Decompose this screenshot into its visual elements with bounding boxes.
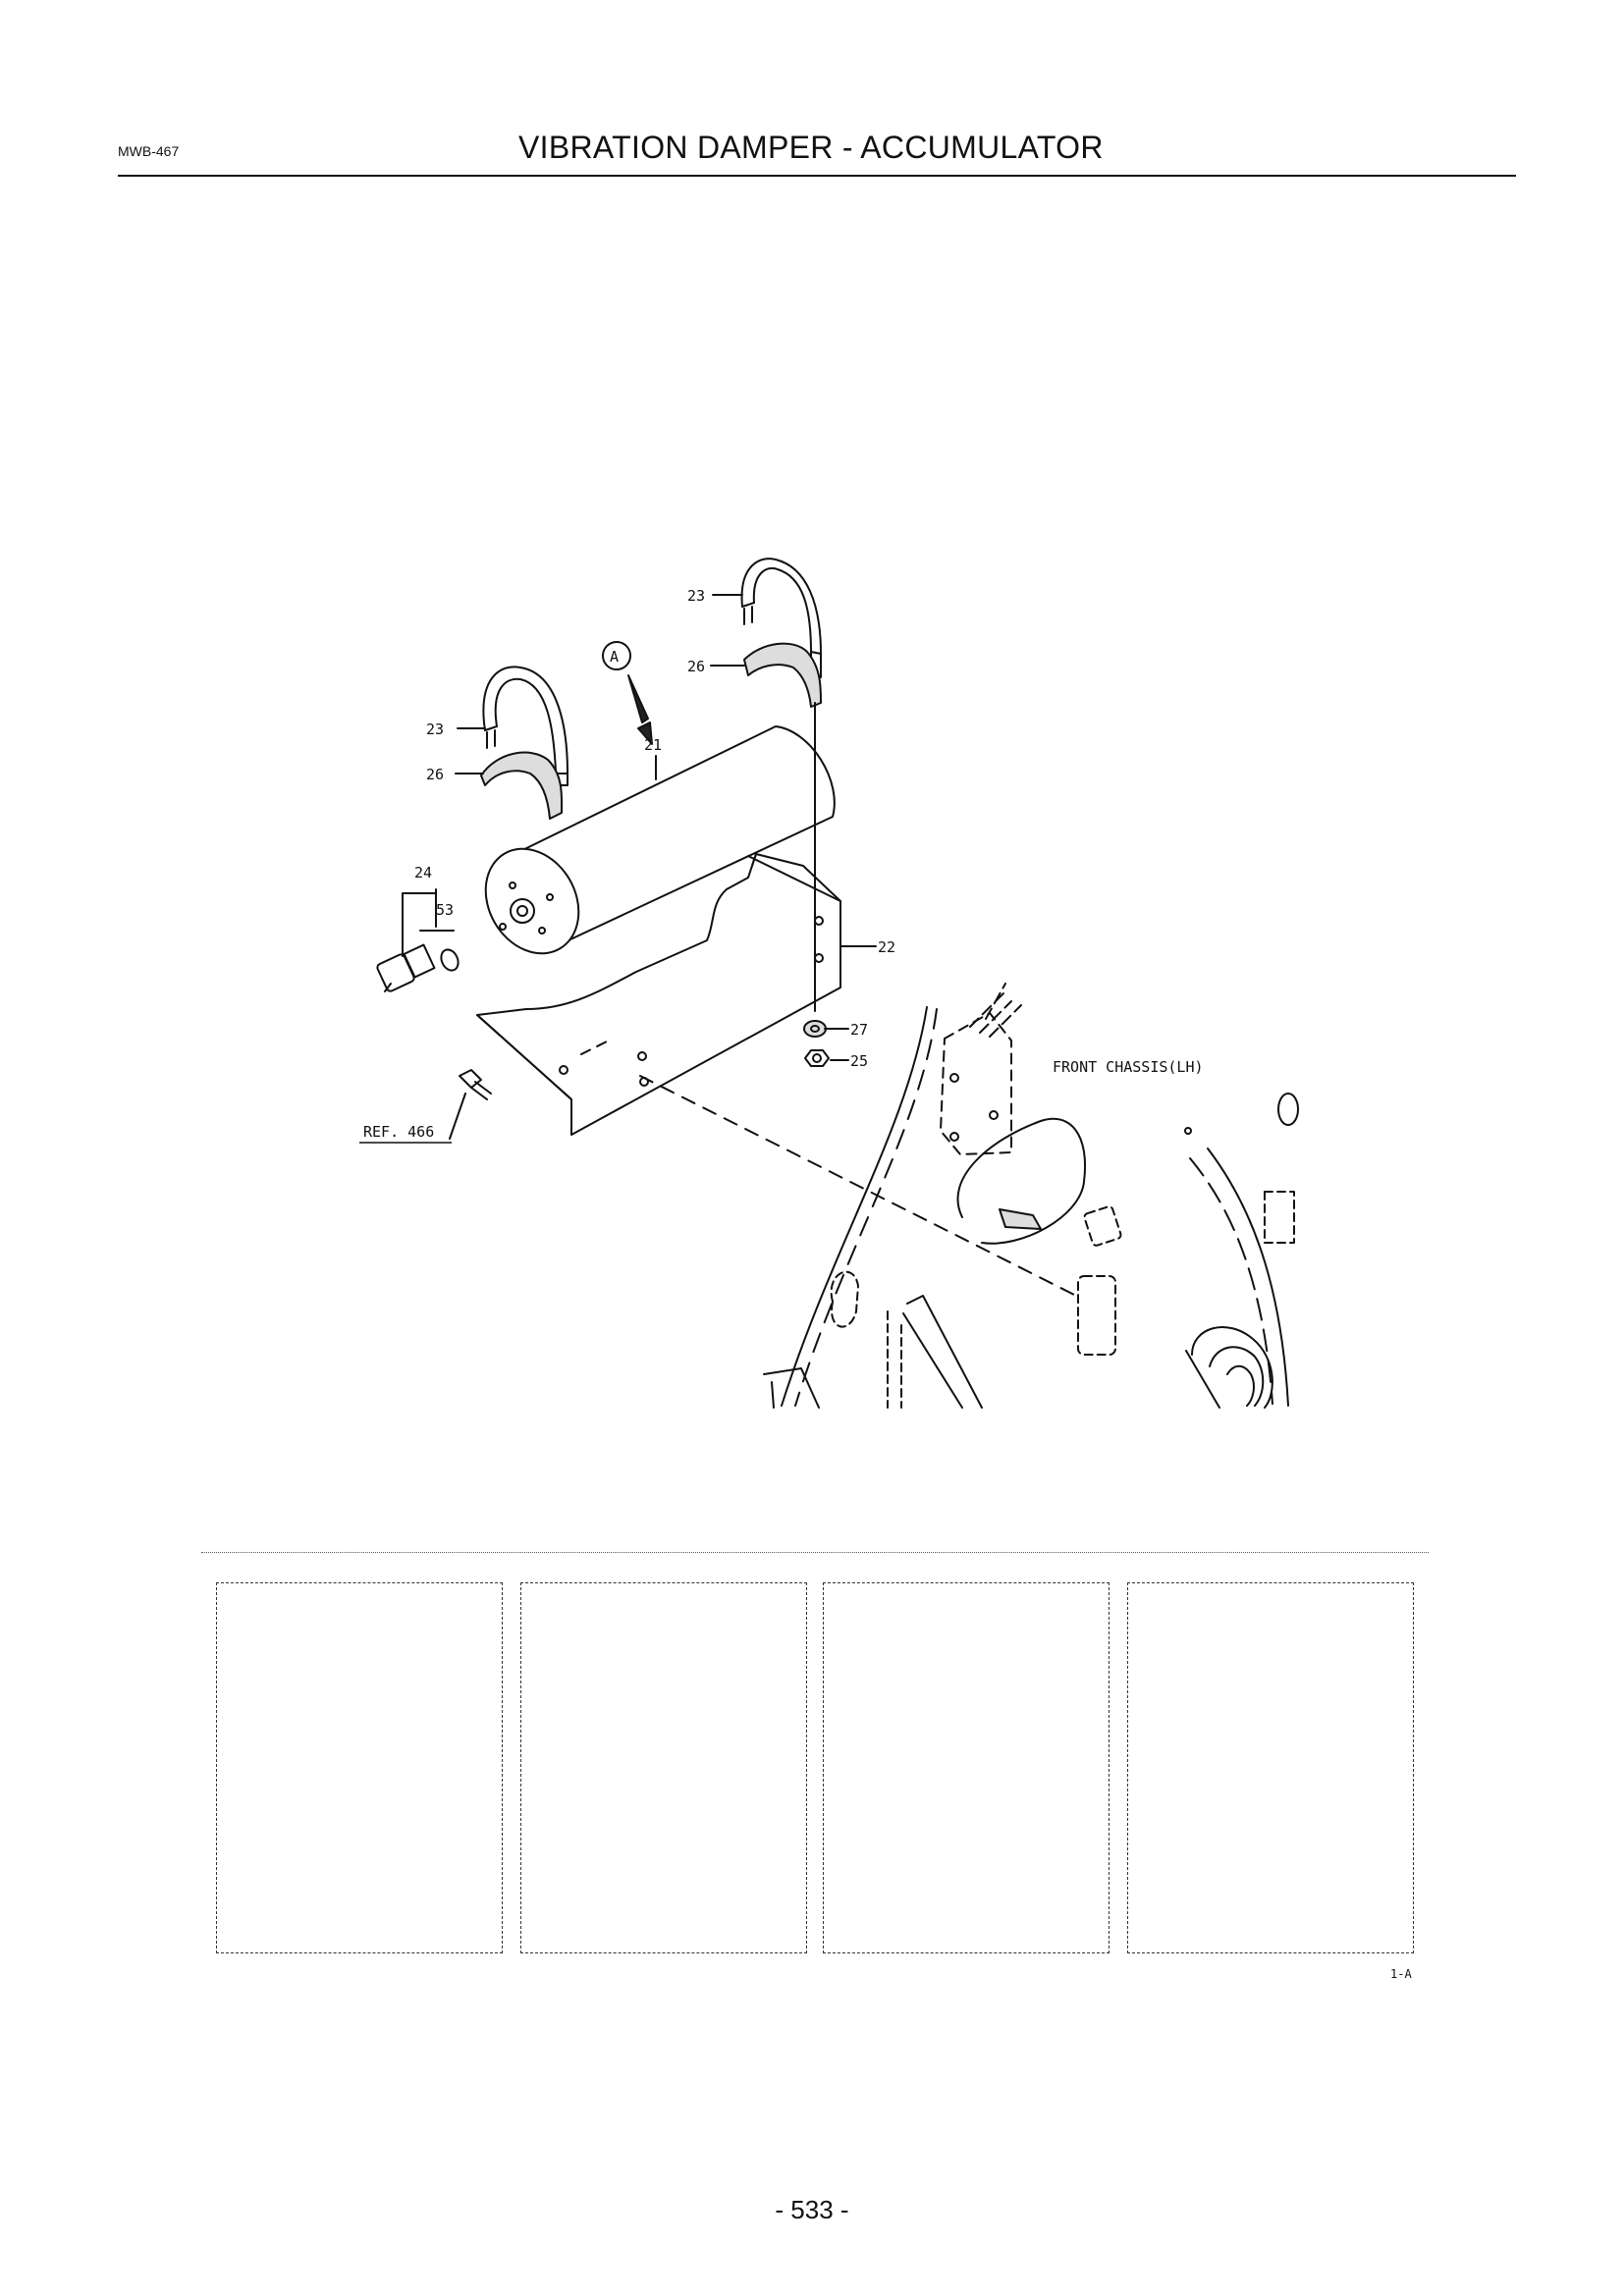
mounting-bracket (476, 853, 841, 1136)
accumulator-cylinder (484, 725, 836, 955)
view-box-2 (520, 1582, 807, 1953)
callout-26-left: 26 (426, 766, 444, 783)
callout-25: 25 (850, 1052, 868, 1070)
header-divider (118, 175, 1516, 177)
view-arrow (602, 641, 653, 745)
callout-21: 21 (644, 736, 662, 754)
exploded-parts-diagram: 23 26 23 26 21 24 53 22 27 25 A REF. 466… (359, 558, 1299, 1409)
page-number: - 533 - (775, 2195, 849, 2224)
washer-and-nut (803, 1020, 830, 1067)
callout-labels: 23 26 23 26 21 24 53 22 27 25 A REF. 466… (359, 587, 1204, 1144)
callout-24: 24 (414, 864, 432, 881)
callout-22: 22 (878, 938, 895, 956)
leader-lines (402, 594, 877, 1061)
dashed-leader (639, 1075, 1081, 1299)
u-bolt-right (740, 558, 822, 678)
page-title: VIBRATION DAMPER - ACCUMULATOR (518, 130, 1104, 165)
view-box-4 (1127, 1582, 1414, 1953)
section-divider (201, 1552, 1429, 1553)
bolt (449, 1069, 492, 1140)
u-bolt-left (482, 666, 568, 786)
strap-right (743, 642, 822, 1012)
chassis-label: FRONT CHASSIS(LH) (1053, 1058, 1204, 1076)
document-code: MWB-467 (118, 143, 180, 159)
strap-left (480, 751, 564, 820)
callout-53: 53 (436, 901, 454, 919)
callout-27: 27 (850, 1021, 868, 1039)
callout-23-left: 23 (426, 721, 444, 738)
ref-466-label: REF. 466 (363, 1123, 434, 1141)
fitting-assembly (376, 943, 460, 992)
view-box-1 (216, 1582, 503, 1953)
view-marker-a: A (610, 648, 619, 666)
view-box-3 (823, 1582, 1110, 1953)
front-chassis-lh (763, 983, 1299, 1409)
callout-26-top: 26 (687, 658, 705, 675)
callout-23-top: 23 (687, 587, 705, 605)
sheet-reference: 1-A (1390, 1967, 1412, 1981)
